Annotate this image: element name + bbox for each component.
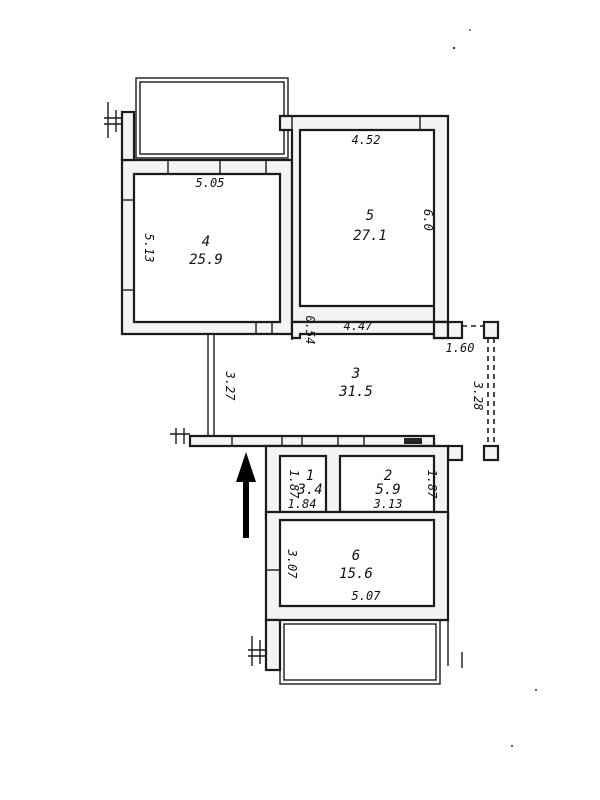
top-balcony: [135, 77, 289, 159]
dim-room4-depth: 5.13: [142, 234, 156, 263]
dim-room5-depth: 6.0: [421, 209, 435, 231]
dim-room3-left: 3.27: [223, 371, 237, 402]
scan-specks: [452, 29, 537, 747]
dim-room6-depth: 3.07: [285, 549, 299, 580]
dim-room3-ext-width: 1.60: [446, 341, 475, 355]
bottom-balcony: [279, 619, 441, 685]
room-6-area: 15.6: [339, 566, 373, 582]
room-1-number: 1: [306, 468, 314, 484]
dim-room3-top: 4.47: [344, 319, 374, 333]
room-4-number: 4: [202, 234, 210, 250]
dim-room2-width: 3.13: [373, 497, 403, 511]
dim-room3-ext-depth: 3.28: [471, 381, 485, 411]
dim-room3-offset: 0.54: [303, 316, 317, 345]
room-2-area: 5.9: [375, 482, 400, 498]
dim-room1-depth: 1.87: [287, 470, 301, 500]
room-5-area: 27.1: [353, 228, 387, 244]
room-1-area: 3.4: [296, 482, 322, 498]
dimension-labels: 5.05 5.13 4.52 6.0 4.47 0.54 3.27 1.60 3…: [142, 133, 485, 603]
dim-room4-width: 5.05: [196, 176, 225, 190]
dim-room6-width: 5.07: [352, 589, 382, 603]
dim-room1-width: 1.84: [288, 497, 317, 511]
room-3-number: 3: [351, 366, 360, 382]
room-6-number: 6: [352, 548, 360, 564]
room-2-number: 2: [384, 468, 392, 484]
room-3-area: 31.5: [338, 384, 373, 400]
left-upper-wall: [104, 102, 136, 162]
room-4-area: 25.9: [189, 252, 223, 268]
dim-room5-width: 4.52: [352, 133, 381, 147]
room-5-number: 5: [366, 208, 374, 224]
entrance-arrow-icon: [236, 452, 256, 538]
dim-room2-depth: 1.87: [425, 470, 439, 500]
room-labels: 4 25.9 5 27.1 3 31.5 1 3.4 2 5.9 6 15.6: [189, 208, 401, 582]
